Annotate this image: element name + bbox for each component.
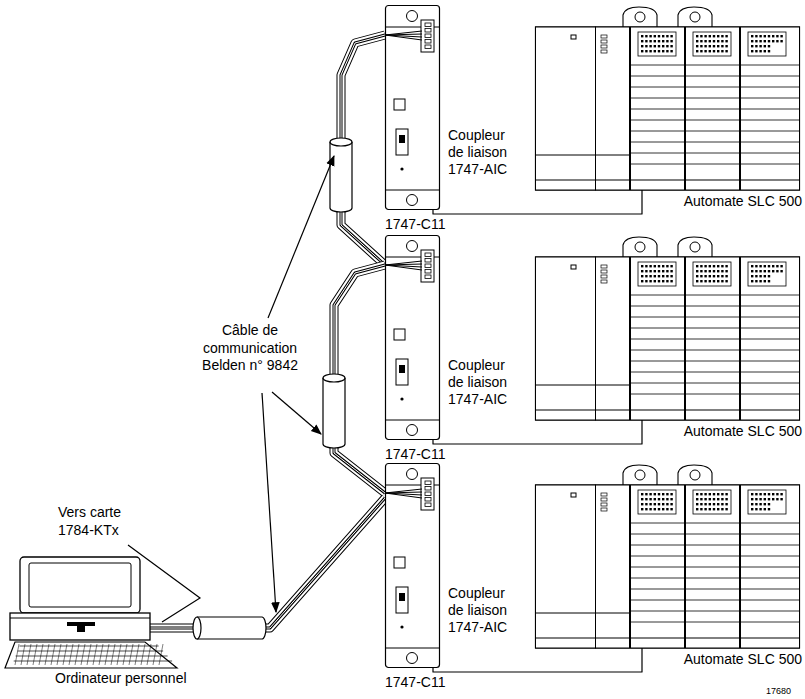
link-coupler: Coupleur de liaison 1747-AIC bbox=[385, 463, 525, 668]
cable-label: 1747-C11 bbox=[385, 675, 445, 690]
link-coupler: Coupleur de liaison 1747-AIC bbox=[385, 5, 525, 210]
aic-drawing bbox=[385, 235, 525, 440]
slc-drawing bbox=[535, 235, 800, 445]
card-callout: Vers carte 1784-KTx bbox=[58, 504, 150, 539]
interface-cable bbox=[433, 648, 642, 672]
computer-label: Ordinateur personnel bbox=[55, 670, 187, 687]
cable-label: 1747-C11 bbox=[385, 217, 445, 232]
leader-arrow bbox=[128, 156, 334, 622]
plc-rack: Automate SLC 500 bbox=[535, 463, 802, 673]
aic-drawing bbox=[385, 5, 525, 210]
plc-label: Automate SLC 500 bbox=[684, 423, 802, 440]
figure-number: 17680 bbox=[766, 686, 791, 697]
communication-cable bbox=[150, 498, 385, 628]
slc-drawing bbox=[535, 463, 800, 673]
link-coupler: Coupleur de liaison 1747-AIC bbox=[385, 235, 525, 440]
aic-drawing bbox=[385, 463, 525, 668]
cable-sleeve bbox=[323, 374, 345, 448]
interface-cable bbox=[433, 420, 642, 444]
cable-sleeve bbox=[193, 617, 266, 639]
cable-label: 1747-C11 bbox=[385, 447, 445, 462]
plc-label: Automate SLC 500 bbox=[684, 651, 802, 668]
coupler-label: Coupleur de liaison 1747-AIC bbox=[448, 357, 520, 407]
cable-callout: Câble de communication Belden n° 9842 bbox=[188, 322, 312, 375]
interface-cable bbox=[433, 190, 642, 214]
cable-sleeve bbox=[330, 138, 352, 212]
plc-rack: Automate SLC 500 bbox=[535, 235, 802, 445]
slc-drawing bbox=[535, 5, 800, 215]
plc-rack: Automate SLC 500 bbox=[535, 5, 802, 215]
pc-drawing bbox=[5, 555, 195, 690]
coupler-label: Coupleur de liaison 1747-AIC bbox=[448, 127, 520, 177]
plc-label: Automate SLC 500 bbox=[684, 193, 802, 210]
coupler-label: Coupleur de liaison 1747-AIC bbox=[448, 585, 520, 635]
personal-computer: Ordinateur personnel bbox=[5, 555, 195, 690]
